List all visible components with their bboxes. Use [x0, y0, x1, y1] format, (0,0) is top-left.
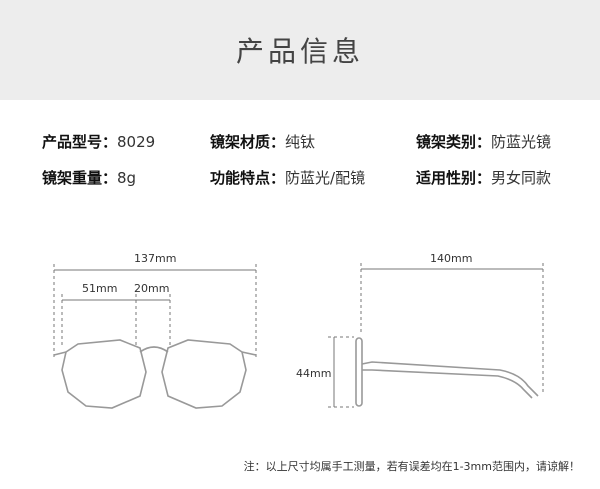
spec-weight: 镜架重量：8g — [42, 167, 136, 188]
left-lens-icon — [61, 339, 147, 409]
spec-gender-value: 男女同款 — [491, 169, 552, 187]
lens-side-icon — [355, 337, 363, 407]
lens-width-label: 51mm — [82, 282, 118, 295]
spec-material: 镜架材质：纯钛 — [210, 131, 315, 152]
left-endpiece-icon — [53, 351, 67, 356]
spec-material-label: 镜架材质： — [210, 133, 286, 151]
bridge-icon — [139, 346, 169, 353]
spec-model-value: 8029 — [117, 133, 156, 151]
lens-height-label: 44mm — [296, 367, 332, 380]
spec-feature-value: 防蓝光/配镜 — [285, 169, 366, 187]
spec-weight-value: 8g — [117, 169, 137, 187]
total-width-label: 137mm — [134, 252, 177, 265]
header-band — [0, 0, 600, 100]
spec-weight-label: 镜架重量： — [42, 169, 118, 187]
temple-arm-lower-icon — [362, 369, 533, 399]
bridge-width-label: 20mm — [134, 282, 170, 295]
spec-feature: 功能特点：防蓝光/配镜 — [210, 167, 365, 188]
spec-feature-label: 功能特点： — [210, 169, 286, 187]
spec-gender-label: 适用性别： — [416, 169, 492, 187]
right-endpiece-icon — [241, 351, 257, 356]
spec-model: 产品型号：8029 — [42, 131, 155, 152]
temple-length-label: 140mm — [430, 252, 473, 265]
spec-material-value: 纯钛 — [285, 133, 316, 151]
spec-gender: 适用性别：男女同款 — [416, 167, 551, 188]
glasses-side-icon — [355, 337, 539, 407]
glasses-front-icon — [53, 339, 257, 409]
front-dimension-lines — [53, 264, 257, 358]
side-dimension-lines — [328, 263, 544, 408]
measurement-note: 注：以上尺寸均属手工测量，若有误差均在1-3mm范围内，请谅解！ — [243, 460, 580, 473]
temple-arm-upper-icon — [361, 361, 539, 397]
right-lens-icon — [161, 339, 247, 409]
page-title: 产品信息 — [235, 35, 364, 68]
spec-category-label: 镜架类别： — [416, 133, 492, 151]
spec-category: 镜架类别：防蓝光镜 — [416, 131, 551, 152]
spec-model-label: 产品型号： — [42, 133, 118, 151]
spec-category-value: 防蓝光镜 — [491, 133, 552, 151]
